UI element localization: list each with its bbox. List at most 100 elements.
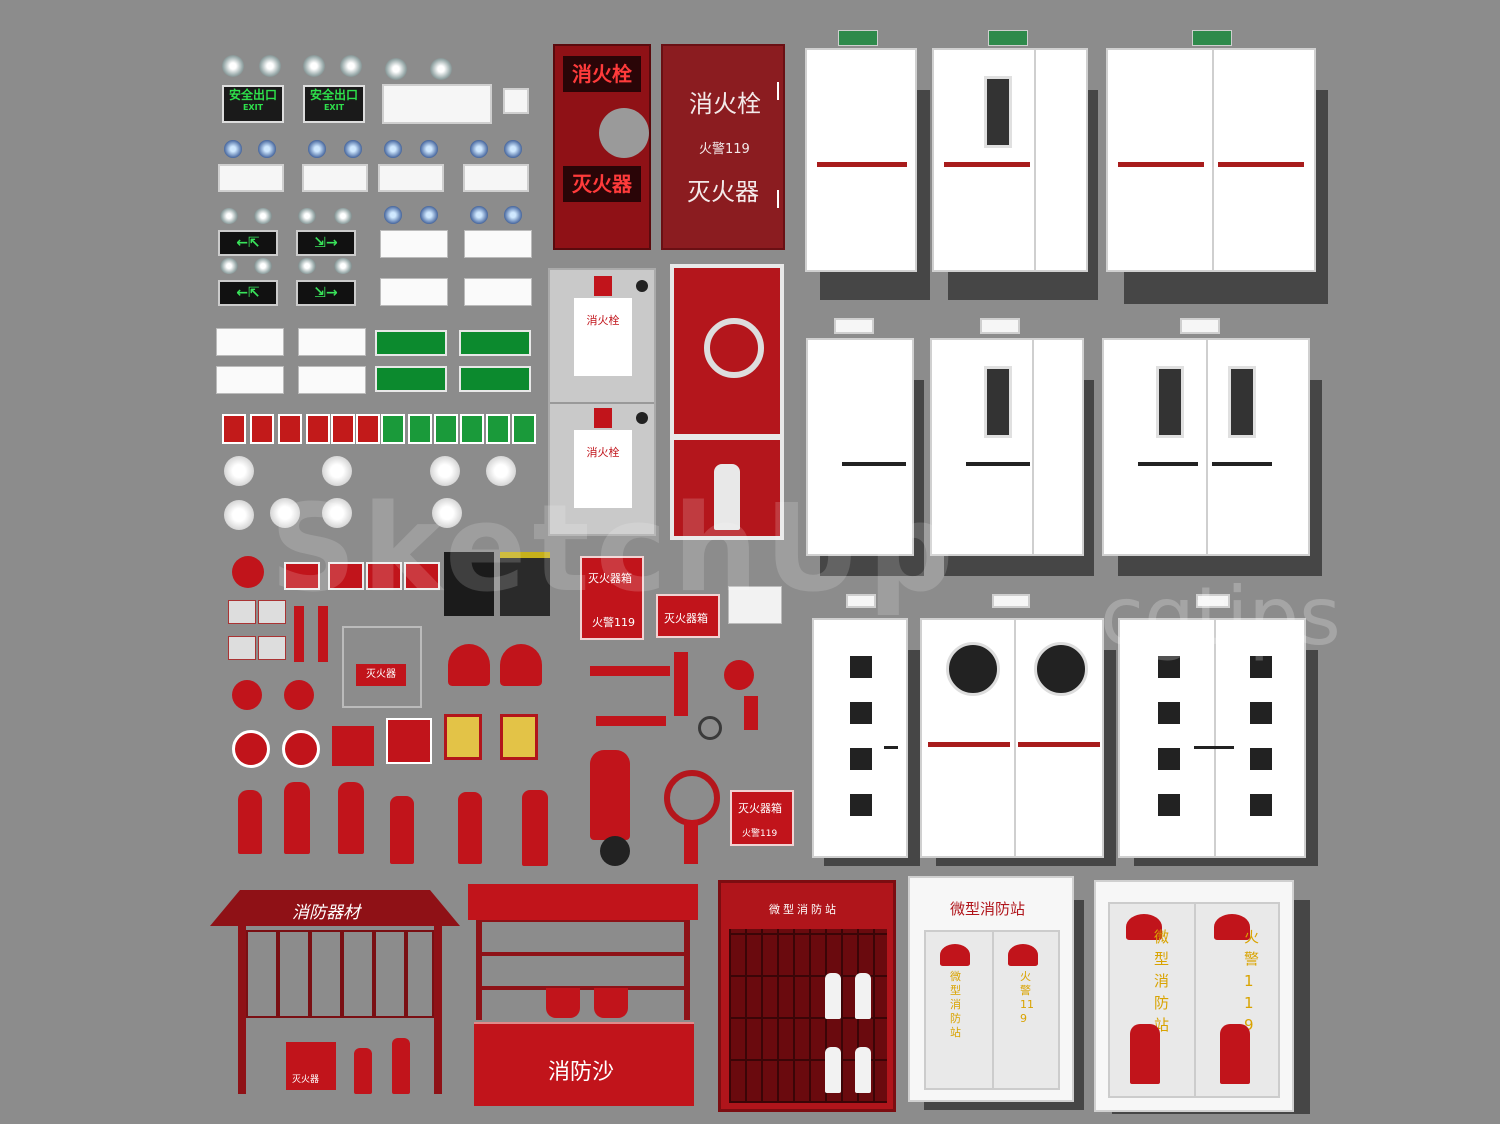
door-panel-window [1250,656,1272,678]
door-sign [1180,318,1220,334]
push-bar [1218,162,1304,167]
safety-sign [460,414,484,444]
hydrant-label: 消火栓 [563,56,641,92]
sand-box: 消防沙 [474,1022,694,1106]
micro-fire-station-white-large: 微型消防站 火警119 [1094,880,1294,1112]
blank-sign [380,278,448,306]
shelter-roof [210,890,460,926]
wheeled-extinguisher [590,750,630,840]
safety-sign [408,414,432,444]
blank-sign [464,230,532,258]
fire-extinguisher [390,796,414,864]
emergency-lamp [259,55,281,77]
door-panel-window [1250,794,1272,816]
extinguisher-box: 灭火器箱 [656,594,720,638]
station-title: 微型消防站 [950,900,1026,918]
fire-extinguisher [1220,1024,1250,1084]
smoke-detector [430,456,460,486]
vertical-text: 火警119 [1244,928,1260,1034]
push-bar [944,162,1030,167]
door-panel-window [1158,794,1180,816]
indicator-lamp [470,140,488,158]
blank-sign [380,230,448,258]
poster [500,714,538,760]
door-panel-window [850,748,872,770]
sand-stand-top [468,884,698,920]
hydrant-cabinet-door: 消火栓 火警119 灭火器 [661,44,785,250]
knob-icon [636,412,648,424]
door-sign [834,318,874,334]
open-hydrant-cabinet [670,264,784,540]
porthole-window [946,642,1000,696]
exit-sign-cn: 安全出口 [228,88,277,102]
door-sign [846,594,876,608]
smoke-detector [224,456,254,486]
safety-sign [331,414,355,444]
fire-bell-icon [232,556,264,588]
emergency-lamp [254,258,272,274]
door-panel-window [850,656,872,678]
emergency-lamp [222,55,244,77]
door-divider [1034,50,1036,270]
smoke-detector [432,498,462,528]
manual-call-point [404,562,440,590]
push-bar [817,162,907,167]
door-panel-window [1158,656,1180,678]
fire-helmet [1126,914,1162,940]
hose-reel [599,108,649,158]
safety-sign [306,414,330,444]
stand-label: 灭火器 [356,664,406,686]
fire-bell-icon [284,680,314,710]
smoke-detector [224,500,254,530]
door-window [984,76,1012,148]
door-divider [1212,50,1214,270]
notice-title: 消火栓 [586,446,620,459]
indicator-lamp [420,206,438,224]
fire-icon [594,408,612,428]
fire-helmet [1214,914,1250,940]
fire-hydrant [338,782,364,854]
station-glass: 微型消防站 火警119 [924,930,1060,1090]
hydrant-notice: 消火栓 [574,430,632,508]
box-label: 灭火器箱 [588,572,632,585]
fire-helmet [500,644,542,686]
door-window [1228,366,1256,438]
shelter-title: 消防器材 [292,903,360,923]
valve [724,660,754,690]
alarm-panel [332,726,374,766]
box-label: 灭火器 [292,1075,320,1085]
blank-sign [216,366,284,394]
blank-sign [298,328,366,356]
fire-boots [444,552,494,616]
door-handle [1138,462,1198,466]
door-sign [992,594,1030,608]
emergency-lamp [298,258,316,274]
pipe [744,696,758,730]
fire-hydrant [284,782,310,854]
smoke-detector [322,498,352,528]
alarm-plate [258,600,286,624]
indicator-lamp [344,140,362,158]
emergency-lamp [254,208,272,224]
indicator-lamp [224,140,242,158]
door-panel-window [1250,748,1272,770]
cabinet-text-extinguisher: 灭火器 [687,178,759,206]
door-handle [1212,462,1272,466]
box-label-phone: 火警119 [592,616,635,629]
evacuation-sign: ←⇱ [218,230,278,256]
fire-helmet [940,944,970,966]
fire-helmet [448,644,490,686]
blank-sign [298,366,366,394]
fire-alarm-panel [382,84,492,124]
emergency-lamp [334,208,352,224]
emergency-light-panel [378,164,444,192]
double-fire-door [1106,48,1316,272]
door-sign [1196,594,1230,608]
indicator-lamp [384,206,402,224]
door-divider [1014,620,1016,856]
cabinet-handle [777,82,779,100]
manual-call-point [366,562,402,590]
exit-sign-en: EXIT [323,103,345,112]
push-bar [928,742,1010,747]
fire-extinguisher [522,790,548,866]
